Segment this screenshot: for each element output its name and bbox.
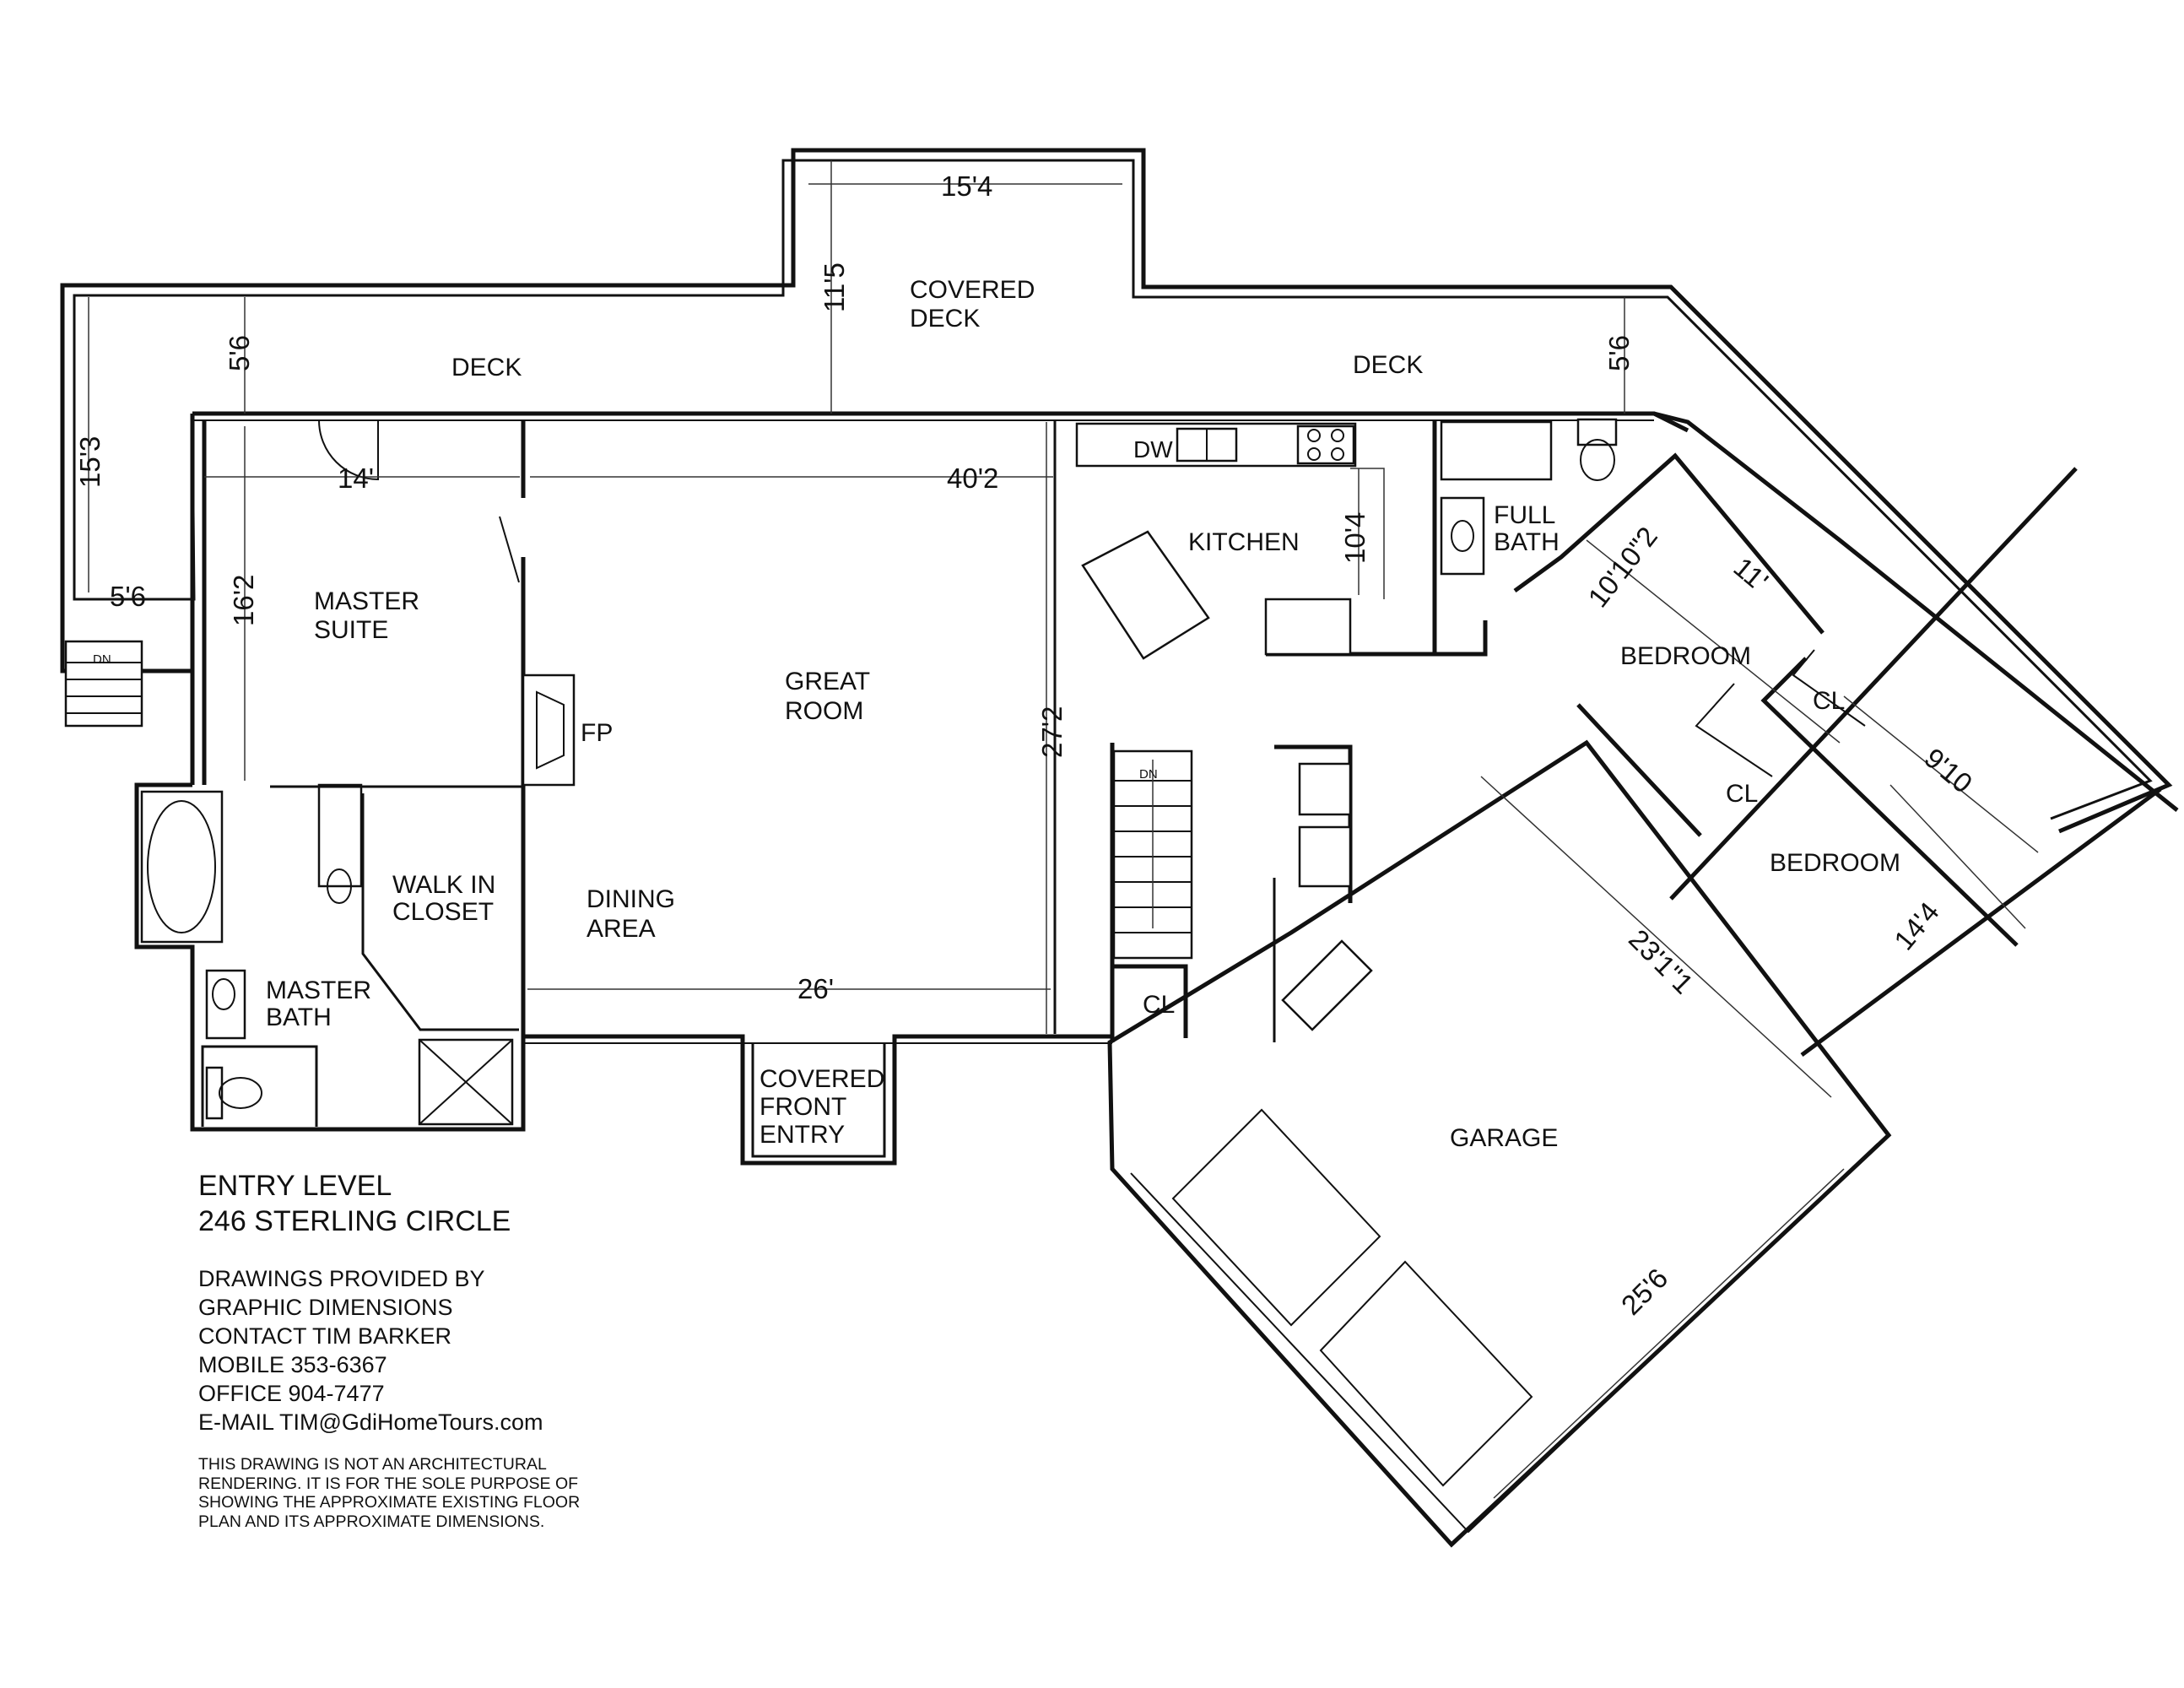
dim-dining-width: 26' xyxy=(797,973,834,1004)
dim-bedroom-1-b: 11' xyxy=(1728,551,1775,597)
master-tub-icon xyxy=(140,790,224,944)
covered-deck-label-2: DECK xyxy=(910,305,980,333)
covered-deck-label-1: COVERED xyxy=(910,276,1035,304)
dim-deck-left-depth: 5'6 xyxy=(224,335,255,371)
stair-down-label-2: DN xyxy=(1139,767,1158,782)
dim-great-room-width: 40'2 xyxy=(947,463,998,494)
covered-front-entry-label-3: ENTRY xyxy=(760,1121,845,1149)
dim-deck-side-length: 15'3 xyxy=(74,436,105,488)
deck-outline xyxy=(60,148,2173,834)
walk-in-closet-label-1: WALK IN xyxy=(392,871,495,899)
dim-covered-deck-width: 15'4 xyxy=(941,170,992,202)
dryer-icon xyxy=(1298,825,1352,888)
plan-title: ENTRY LEVEL xyxy=(198,1170,392,1202)
disclaimer-line: PLAN AND ITS APPROXIMATE DIMENSIONS. xyxy=(198,1512,545,1531)
walk-in-closet-label-2: CLOSET xyxy=(392,898,494,926)
dim-bedroom-2-b: 14'4 xyxy=(1888,896,1945,956)
full-bath-label-1: FULL xyxy=(1494,501,1555,529)
dining-area-label-2: AREA xyxy=(587,915,656,943)
dim-kitchen-depth: 10'4 xyxy=(1339,512,1370,564)
master-bath-label-2: BATH xyxy=(266,1004,332,1031)
deck-right-label: DECK xyxy=(1353,351,1423,379)
contact-line: MOBILE 353-6367 xyxy=(198,1352,387,1377)
bathtub-icon xyxy=(1440,420,1553,481)
dimension-labels: 15'4 11'5 5'6 5'6 15'3 5'6 14' 16'2 40'2… xyxy=(74,170,1978,1321)
closet-stairs-label: CL xyxy=(1143,991,1175,1019)
dim-garage-a: 23'1"1 xyxy=(1623,923,1700,1000)
master-suite-label-1: MASTER xyxy=(314,587,419,615)
master-toilet-icon xyxy=(205,1066,224,1120)
dim-bedroom-1-a: 10'10"2 xyxy=(1581,521,1663,613)
garage-label: GARAGE xyxy=(1450,1124,1558,1152)
disclaimer-line: SHOWING THE APPROXIMATE EXISTING FLOOR xyxy=(198,1493,581,1512)
closet-bed1-label: CL xyxy=(1726,780,1758,808)
stair-down-label-1: DN xyxy=(93,652,111,667)
stove-icon xyxy=(1296,425,1355,465)
bedroom-1-label: BEDROOM xyxy=(1620,642,1751,670)
contact-line: GRAPHIC DIMENSIONS xyxy=(198,1295,453,1320)
master-suite-label-2: SUITE xyxy=(314,616,388,644)
kitchen-counter-lower xyxy=(1264,598,1352,656)
room-labels: COVERED DECK DECK DECK KITCHEN FULL BATH… xyxy=(93,276,1900,1152)
disclaimer-line: THIS DRAWING IS NOT AN ARCHITECTURAL xyxy=(198,1455,547,1474)
kitchen-label: KITCHEN xyxy=(1188,528,1300,556)
kitchen-island xyxy=(1081,530,1210,660)
dim-deck-side-width: 5'6 xyxy=(110,581,146,612)
great-room-label-2: ROOM xyxy=(785,697,863,725)
dim-bedroom-2-a: 9'10 xyxy=(1919,742,1979,799)
washer-icon xyxy=(1298,762,1352,816)
master-bath-label-1: MASTER xyxy=(266,977,371,1004)
fireplace xyxy=(522,674,576,787)
vanity-sink xyxy=(317,783,363,888)
toilet-icon xyxy=(1576,418,1618,446)
dim-deck-right-depth: 5'6 xyxy=(1603,335,1635,371)
dining-area-label-1: DINING xyxy=(587,885,675,913)
great-room-label-1: GREAT xyxy=(785,668,870,695)
stair-left xyxy=(64,640,143,728)
bath-sink xyxy=(1440,496,1485,576)
utility-sink xyxy=(1281,939,1373,1031)
covered-front-entry-label-1: COVERED xyxy=(760,1065,884,1093)
full-bath-label-2: BATH xyxy=(1494,528,1560,556)
disclaimer-line: RENDERING. IT IS FOR THE SOLE PURPOSE OF xyxy=(198,1474,579,1493)
plan-address: 246 STERLING CIRCLE xyxy=(198,1205,511,1237)
dim-garage-b: 25'6 xyxy=(1615,1262,1674,1321)
info-block: ENTRY LEVEL 246 STERLING CIRCLE DRAWINGS… xyxy=(198,1168,580,1531)
house-walls xyxy=(134,411,2179,1548)
contact-line: CONTACT TIM BARKER xyxy=(198,1323,452,1349)
dim-covered-deck-depth: 11'5 xyxy=(819,262,850,312)
deck-left-label: DECK xyxy=(451,354,522,381)
contact-line: OFFICE 904-7477 xyxy=(198,1381,385,1406)
vanity-sink-2 xyxy=(205,969,246,1040)
fireplace-label: FP xyxy=(581,719,613,747)
dimension-lines xyxy=(88,160,2039,1499)
covered-front-entry-label-2: FRONT xyxy=(760,1093,846,1121)
interior-details xyxy=(64,418,1866,1487)
bedroom-2-label: BEDROOM xyxy=(1770,849,1900,877)
contact-email: E-MAIL TIM@GdiHomeTours.com xyxy=(198,1409,543,1435)
dim-master-suite-width: 14' xyxy=(338,463,374,494)
contact-line: DRAWINGS PROVIDED BY xyxy=(198,1266,485,1291)
dim-great-room-depth: 27'2 xyxy=(1036,706,1068,758)
dishwasher-label: DW xyxy=(1133,436,1173,463)
dim-master-suite-depth: 16'2 xyxy=(228,575,259,626)
closet-bed2-label: CL xyxy=(1813,687,1845,715)
